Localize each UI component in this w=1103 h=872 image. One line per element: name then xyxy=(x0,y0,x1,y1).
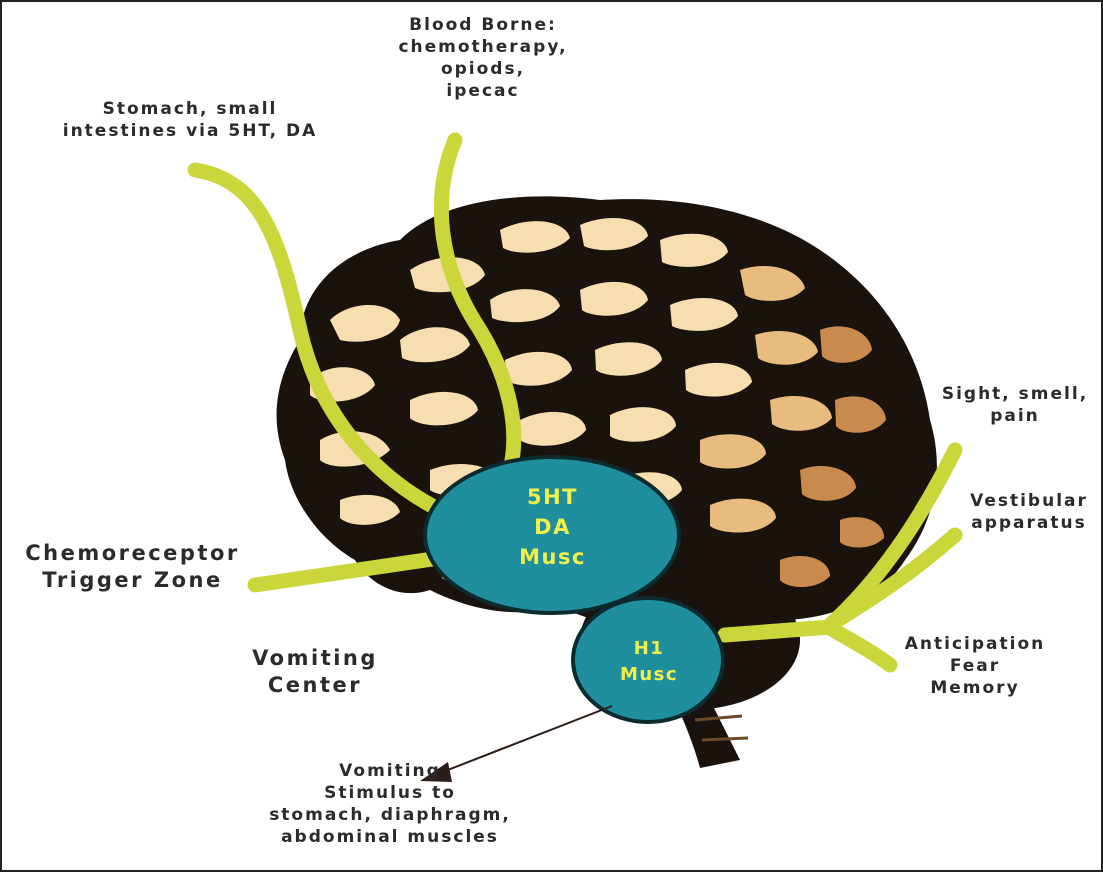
label-anticipation: Anticipation Fear Memory xyxy=(880,633,1070,699)
label-vestibular: Vestibular apparatus xyxy=(955,490,1103,534)
ctz-node-label: 5HT DA Musc xyxy=(470,482,635,572)
label-stimulus: Vomiting Stimulus to stomach, diaphragm,… xyxy=(250,760,530,848)
label-vomiting-center: Vomiting Center xyxy=(240,645,390,700)
label-stomach: Stomach, small intestines via 5HT, DA xyxy=(30,98,350,142)
label-sight: Sight, smell, pain xyxy=(930,383,1100,427)
vc-node-label: H1 Musc xyxy=(590,636,708,688)
label-blood-borne: Blood Borne: chemotherapy, opiods, ipeca… xyxy=(378,14,588,102)
label-ctz: Chemoreceptor Trigger Zone xyxy=(5,540,260,595)
h1-pathway xyxy=(725,627,830,635)
